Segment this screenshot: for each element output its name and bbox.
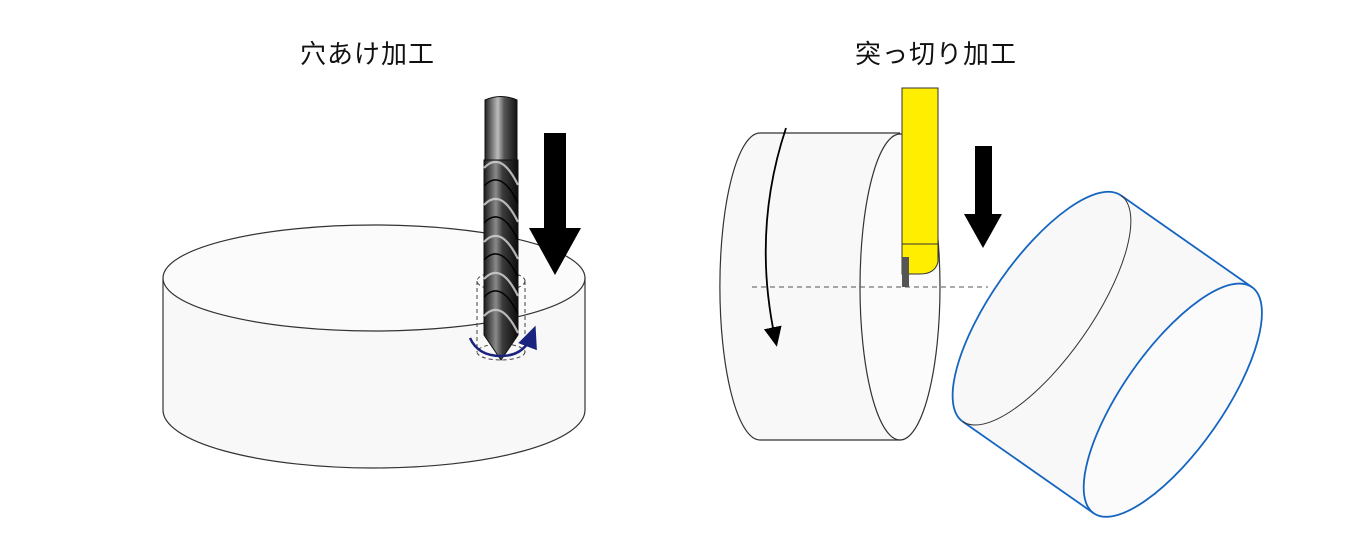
feed-arrow-left: [529, 133, 581, 275]
drilling-panel: [162, 96, 586, 469]
feed-arrow-right: [964, 146, 1002, 248]
parting-tool-icon: [901, 87, 939, 287]
workpiece-cylinder-left: [162, 224, 586, 469]
rotation-arrow-icon: [468, 325, 537, 358]
workpiece-cylinder-right: [719, 132, 941, 441]
drilling-title: 穴あけ加工: [300, 40, 436, 70]
cutoff-part: [951, 190, 1263, 518]
parting-title: 突っ切り加工: [855, 40, 1018, 70]
parting-panel: [719, 87, 1263, 518]
drill-bit-icon: [483, 96, 519, 361]
rotation-arrow-icon: [763, 127, 787, 347]
